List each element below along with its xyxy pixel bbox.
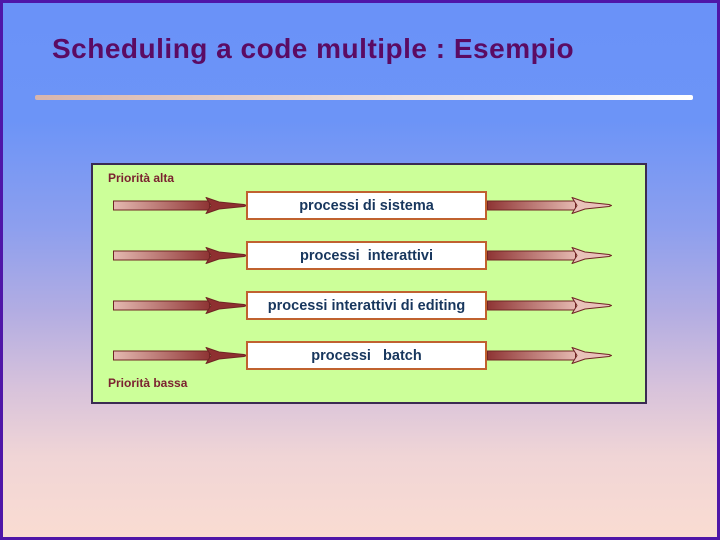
queue-box: processi batch [246,341,487,370]
queue-label: processi di sistema [299,197,434,214]
arrow-right-out-icon [487,297,612,314]
queue-label: processi batch [311,347,422,364]
arrow-right-in-icon [113,247,247,264]
arrow-right-in-icon [113,297,247,314]
queue-row: processi interattivi di editing [93,288,645,323]
arrow-right-in-icon [113,347,247,364]
arrow-right-out-icon [487,247,612,264]
scheduling-queues-panel: Priorità alta processi di sistema [91,163,647,404]
queue-box: processi interattivi di editing [246,291,487,320]
slide-title: Scheduling a code multiple : Esempio [52,33,575,64]
queue-row: processi interattivi [93,238,645,273]
queue-label: processi interattivi di editing [267,297,466,314]
queue-row: processi di sistema [93,188,645,223]
queue-row: processi batch [93,338,645,373]
queue-box: processi interattivi [246,241,487,270]
priority-high-label: Priorità alta [108,171,175,185]
arrow-right-out-icon [487,347,612,364]
title-divider [35,95,693,100]
arrow-right-in-icon [113,197,247,214]
queue-label: processi interattivi [300,247,433,264]
arrow-right-out-icon [487,197,612,214]
queue-box: processi di sistema [246,191,487,220]
priority-low-label: Priorità bassa [108,376,188,390]
